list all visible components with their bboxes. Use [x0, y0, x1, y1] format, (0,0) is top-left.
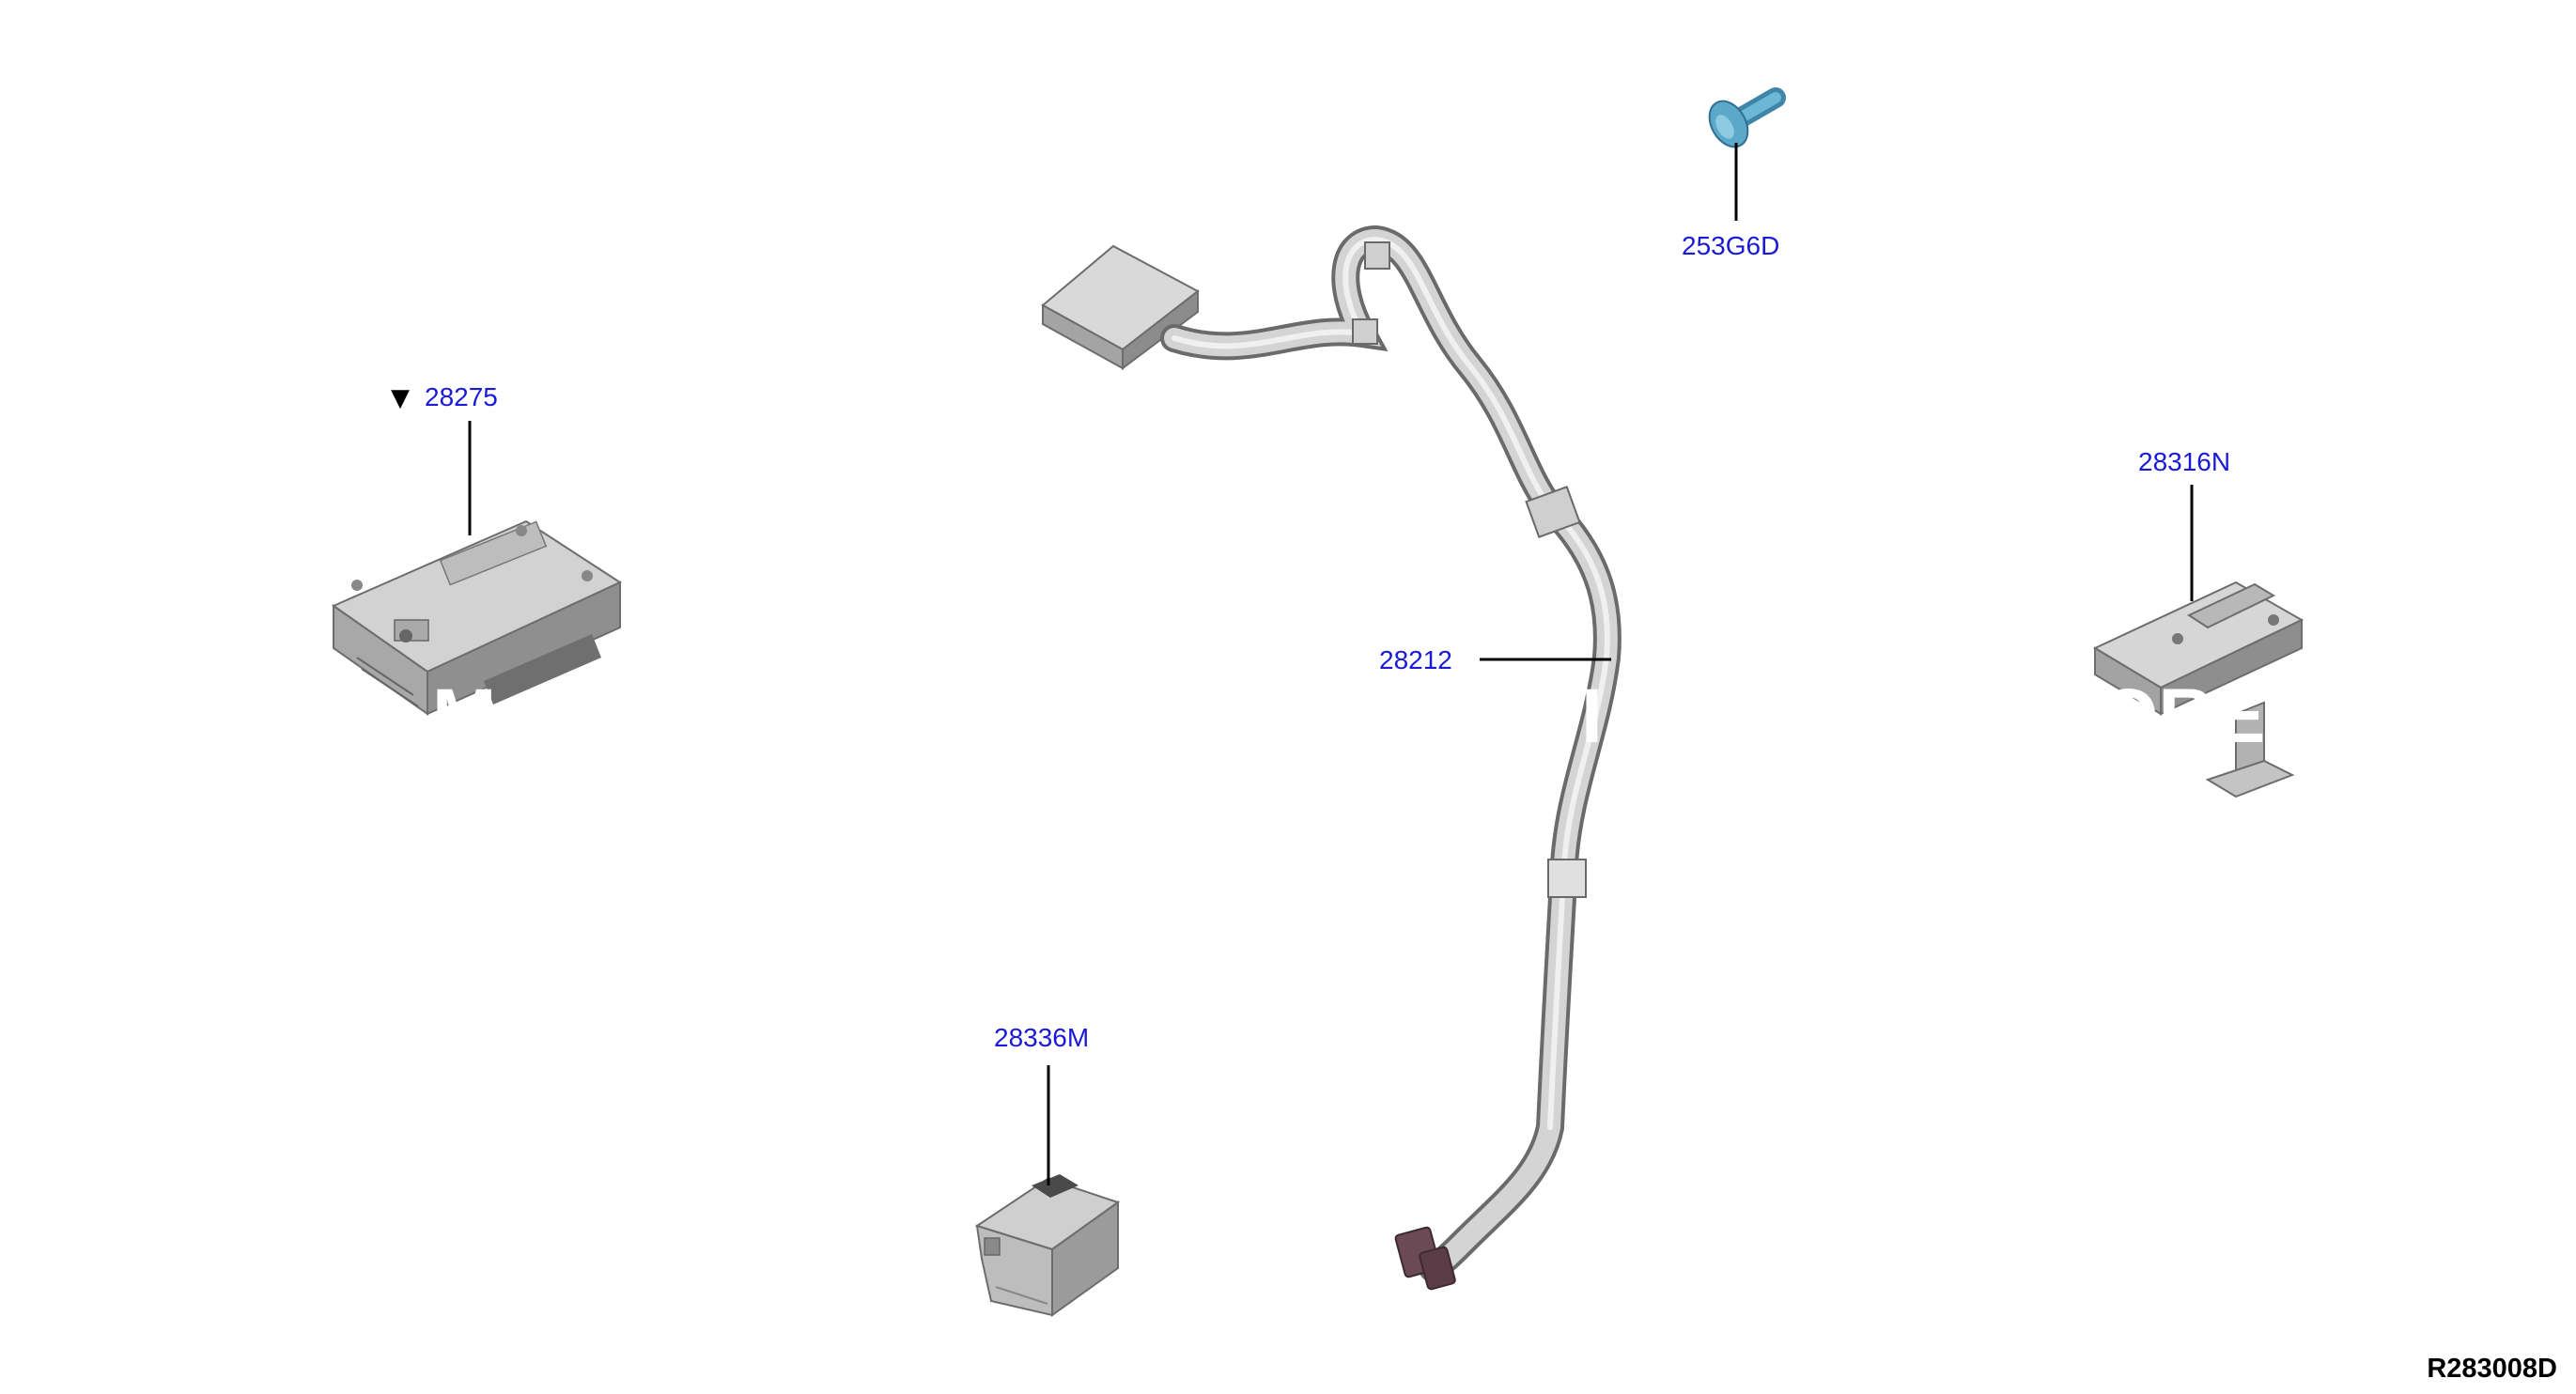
part-number-253G6D[interactable]: 253G6D [1682, 231, 1779, 260]
callout-28275: ▼ 28275 [391, 382, 498, 535]
watermark: M I TORE [432, 674, 2265, 759]
part-number-28275[interactable]: 28275 [425, 382, 498, 411]
callout-253G6D: 253G6D [1682, 143, 1779, 260]
callout-28336M: 28336M [994, 1023, 1089, 1185]
triangle-marker: ▼ [391, 384, 410, 412]
diagram-reference-id: R283008D [2427, 1354, 2557, 1384]
callout-28212: 28212 [1379, 645, 1611, 674]
unit-part-28336M[interactable] [974, 1174, 1121, 1317]
control-module-part-28275[interactable] [331, 519, 623, 716]
callout-28316N: 28316N [2138, 447, 2230, 601]
cable-harness-part-28212[interactable] [1041, 225, 1622, 1291]
watermark-right: TORE [2053, 674, 2265, 759]
bolt-part-253G6D[interactable] [1701, 87, 1786, 153]
watermark-left: M [432, 674, 496, 759]
watermark-middle: I [1581, 674, 1603, 759]
part-number-28316N[interactable]: 28316N [2138, 447, 2230, 476]
part-number-28336M[interactable]: 28336M [994, 1023, 1089, 1052]
bracket-part-28316N[interactable] [2092, 581, 2304, 798]
part-number-28212[interactable]: 28212 [1379, 645, 1452, 674]
